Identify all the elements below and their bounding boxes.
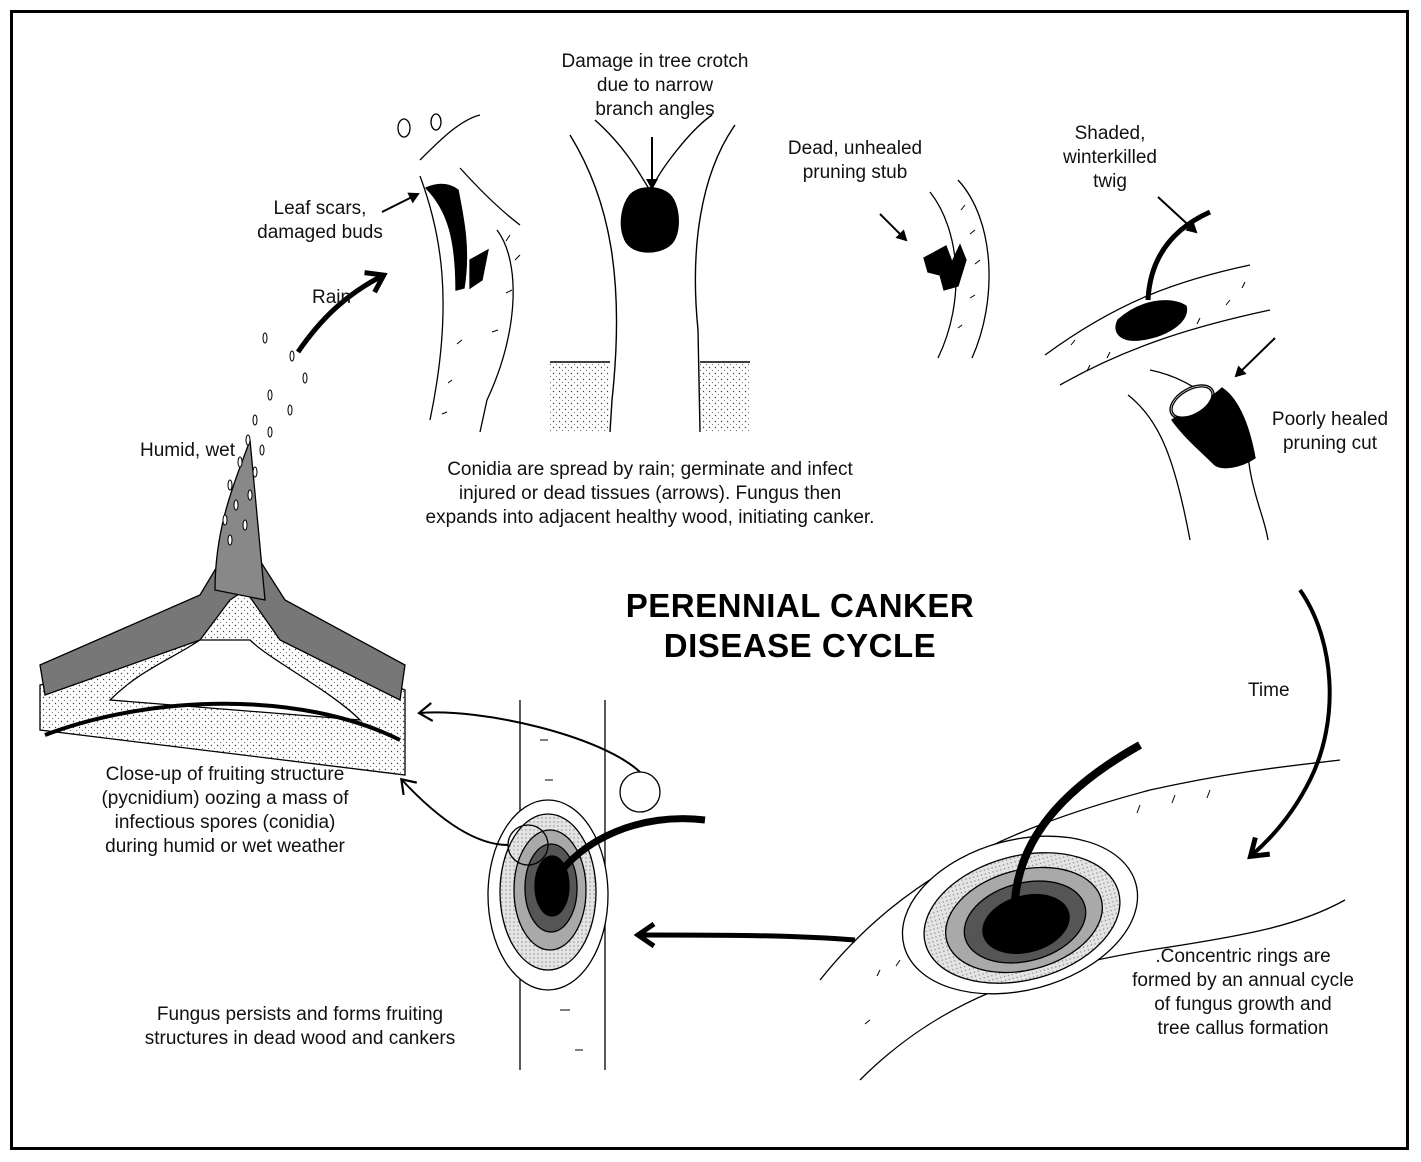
humid-wet-label: Humid, wet bbox=[140, 439, 235, 463]
cycle-arrows bbox=[298, 137, 1330, 940]
pruning-stub-branch bbox=[924, 180, 989, 358]
pruning-cut-branch bbox=[1128, 370, 1268, 540]
leaf-scar-branch bbox=[398, 114, 520, 432]
leaf-scars-label: Leaf scars,damaged buds bbox=[240, 197, 400, 245]
conidia-spread-label: Conidia are spread by rain; germinate an… bbox=[380, 458, 920, 530]
time-label: Time bbox=[1248, 679, 1290, 703]
tree-crotch bbox=[550, 115, 750, 432]
vertical-canker-branch bbox=[488, 700, 705, 1070]
winterkilled-twig-branch bbox=[1045, 212, 1270, 385]
pycnidium-closeup bbox=[40, 440, 405, 775]
rain-label: Rain bbox=[312, 286, 351, 310]
closeup-pycnidium-label: Close-up of fruiting structure(pycnidium… bbox=[60, 763, 390, 859]
